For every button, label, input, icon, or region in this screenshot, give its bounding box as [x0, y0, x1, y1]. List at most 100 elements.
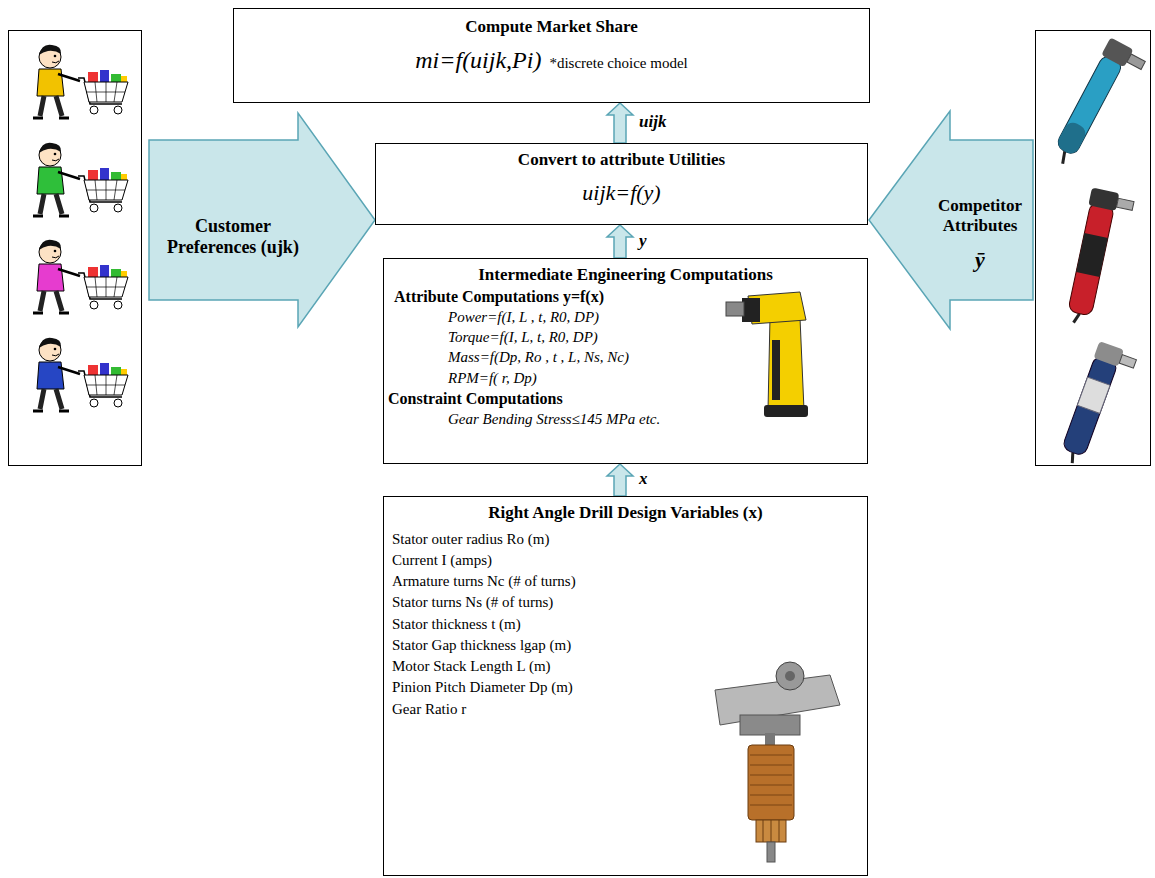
section-heading: Attribute Computations y=f(x) — [388, 288, 863, 306]
motor-picture — [748, 745, 794, 820]
block-arrow-connector — [607, 464, 633, 496]
text-row: RPM=f( r, Dp) — [388, 370, 863, 387]
text-row: uijk=f(y) — [384, 180, 859, 205]
yellow-drill-picture — [726, 292, 808, 417]
edge-label: x — [637, 469, 650, 489]
yellow-drill-picture — [772, 340, 780, 400]
text-row: Convert to attribute Utilities — [384, 150, 859, 170]
motor-picture — [715, 662, 840, 862]
text-row: ȳ — [930, 247, 1030, 272]
motor-picture — [756, 820, 786, 842]
yellow-drill-picture — [768, 318, 804, 410]
section-heading: Constraint Computations — [388, 390, 863, 408]
text-row: Stator outer radius Ro (m) — [390, 531, 861, 548]
competitor-drill — [1055, 53, 1124, 156]
text-row: Pinion Pitch Diameter Dp (m) — [390, 679, 861, 696]
text-row: Attribute Computations y=f(x) — [388, 288, 863, 306]
process-box: Compute Market Share mi=f(uijk,Pi) *discre… — [233, 8, 870, 103]
node-content: Competitor Attributes ȳ — [930, 196, 1030, 272]
node-content: Convert to attribute Utilities uijk=f(y) — [376, 144, 867, 211]
shopper-icon — [33, 240, 128, 313]
text-row: Power=f(I, L , t, R0, DP) — [388, 309, 863, 326]
motor-picture — [776, 662, 804, 690]
competitor-drill — [1064, 188, 1135, 330]
competitor-drill — [1068, 202, 1115, 317]
box-heading: Compute Market Share — [242, 17, 861, 37]
shopper-icon — [37, 167, 64, 194]
text-row: mi=f(uijk,Pi) *discrete choice model — [242, 47, 861, 75]
shopper-icon — [33, 338, 128, 411]
competitor-drill — [1062, 355, 1119, 457]
note-text: *discrete choice model — [549, 55, 687, 72]
text-row: Stator thickness t (m) — [390, 616, 861, 633]
text-row: Motor Stack Length L (m) — [390, 658, 861, 675]
shopper-icon — [33, 45, 128, 118]
motor-picture — [767, 842, 775, 862]
text-row: Competitor Attributes — [930, 196, 1030, 235]
edge-label: uijk — [637, 112, 668, 132]
competitor-panel — [1036, 31, 1151, 466]
shopper-icon — [37, 362, 64, 389]
formula-text: Mass=f(Dp, Ro , t , L, Ns, Nc) — [388, 349, 863, 366]
text-row: Torque=f(I, L, t, R0, DP) — [388, 329, 863, 346]
competitor-drill — [1119, 355, 1136, 369]
text-row: Intermediate Engineering Computations — [388, 265, 863, 285]
text-row: Current I (amps) — [390, 552, 861, 569]
shopper-icon — [33, 338, 128, 411]
competitor-drill — [1076, 233, 1108, 277]
yellow-drill-picture — [726, 302, 744, 316]
text-row: Gear Bending Stress≤145 MPa etc. — [388, 411, 863, 428]
motor-picture — [750, 755, 792, 805]
formula-text: Torque=f(I, L, t, R0, DP) — [388, 329, 863, 346]
formula-text: uijk=f(y) — [384, 180, 859, 205]
variable-item: Stator turns Ns (# of turns) — [390, 594, 861, 611]
variable-item: Gear Ratio r — [390, 701, 861, 718]
variable-item: Armature turns Nc (# of turns) — [390, 573, 861, 590]
yellow-drill-picture — [764, 405, 808, 417]
text-row: Stator Gap thickness lgap (m) — [390, 637, 861, 654]
arrow-label: ȳ — [930, 247, 1030, 272]
motor-picture — [740, 715, 800, 735]
shopper-icon — [37, 69, 64, 96]
arrow-label: Customer Preferences (ujk) — [158, 216, 308, 257]
competitor-drill — [1057, 341, 1138, 472]
block-arrow-connector — [607, 103, 633, 143]
variable-item: Stator outer radius Ro (m) — [390, 531, 861, 548]
node-content: Intermediate Engineering ComputationsAtt… — [384, 259, 867, 435]
edge-label: y — [637, 231, 649, 251]
competitor-panel — [1036, 31, 1151, 472]
node-content: Compute Market Share mi=f(uijk,Pi) *discre… — [234, 9, 869, 80]
variable-item: Stator thickness t (m) — [390, 616, 861, 633]
process-box: Intermediate Engineering ComputationsAtt… — [383, 258, 868, 464]
node-content: Customer Preferences (ujk) — [158, 216, 308, 257]
competitor-drill — [1088, 188, 1119, 211]
block-arrow: Competitor Attributes ȳ — [868, 110, 1034, 330]
competitor-drill — [1117, 198, 1135, 210]
block-arrow-connector — [607, 225, 633, 258]
motor-picture — [785, 671, 795, 681]
shopper-icon — [33, 240, 128, 313]
competitor-drill — [1069, 453, 1075, 463]
block-arrow-outline — [869, 111, 1033, 329]
shoppers-panel — [9, 31, 142, 466]
text-row: Gear Ratio r — [390, 701, 861, 718]
shoppers-panel — [9, 31, 142, 466]
competitor-drill — [1048, 37, 1148, 175]
yellow-drill-picture — [742, 298, 760, 322]
block-arrow-outline — [149, 113, 375, 327]
competitor-drill — [1077, 377, 1110, 413]
text-row: Mass=f(Dp, Ro , t , L, Ns, Nc) — [388, 349, 863, 366]
competitor-drill — [1127, 54, 1145, 69]
box-heading: Right Angle Drill Design Variables (x) — [390, 503, 861, 523]
competitor-drill — [1055, 120, 1089, 157]
text-row: Stator turns Ns (# of turns) — [390, 594, 861, 611]
formula-text: RPM=f( r, Dp) — [388, 370, 863, 387]
formula-text: mi=f(uijk,Pi) — [415, 47, 541, 75]
variable-item: Stator Gap thickness lgap (m) — [390, 637, 861, 654]
motor-picture — [763, 820, 779, 842]
text-row: Customer Preferences (ujk) — [158, 216, 308, 257]
shopper-icon — [37, 264, 64, 291]
shopper-icon — [33, 45, 128, 118]
